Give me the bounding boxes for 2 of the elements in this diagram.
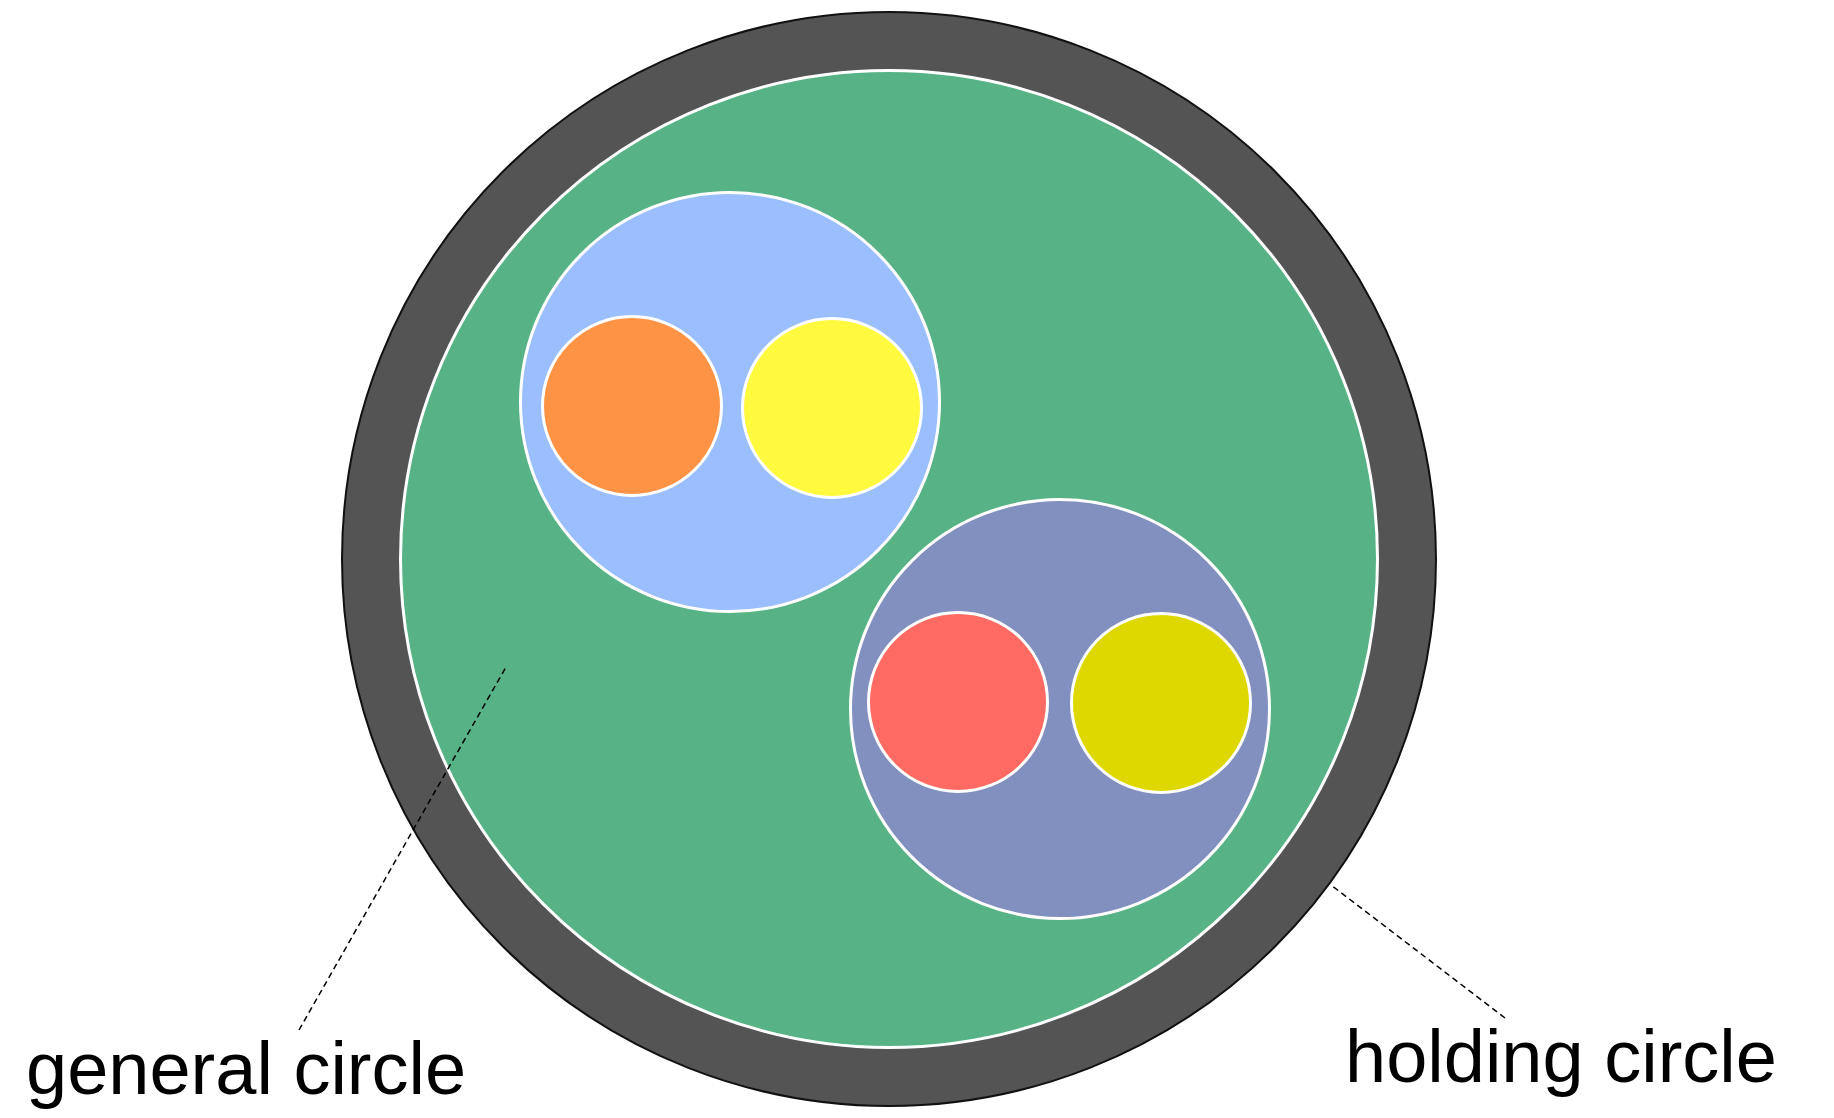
leader-line <box>1330 884 1506 1019</box>
leader-line <box>298 666 507 1031</box>
